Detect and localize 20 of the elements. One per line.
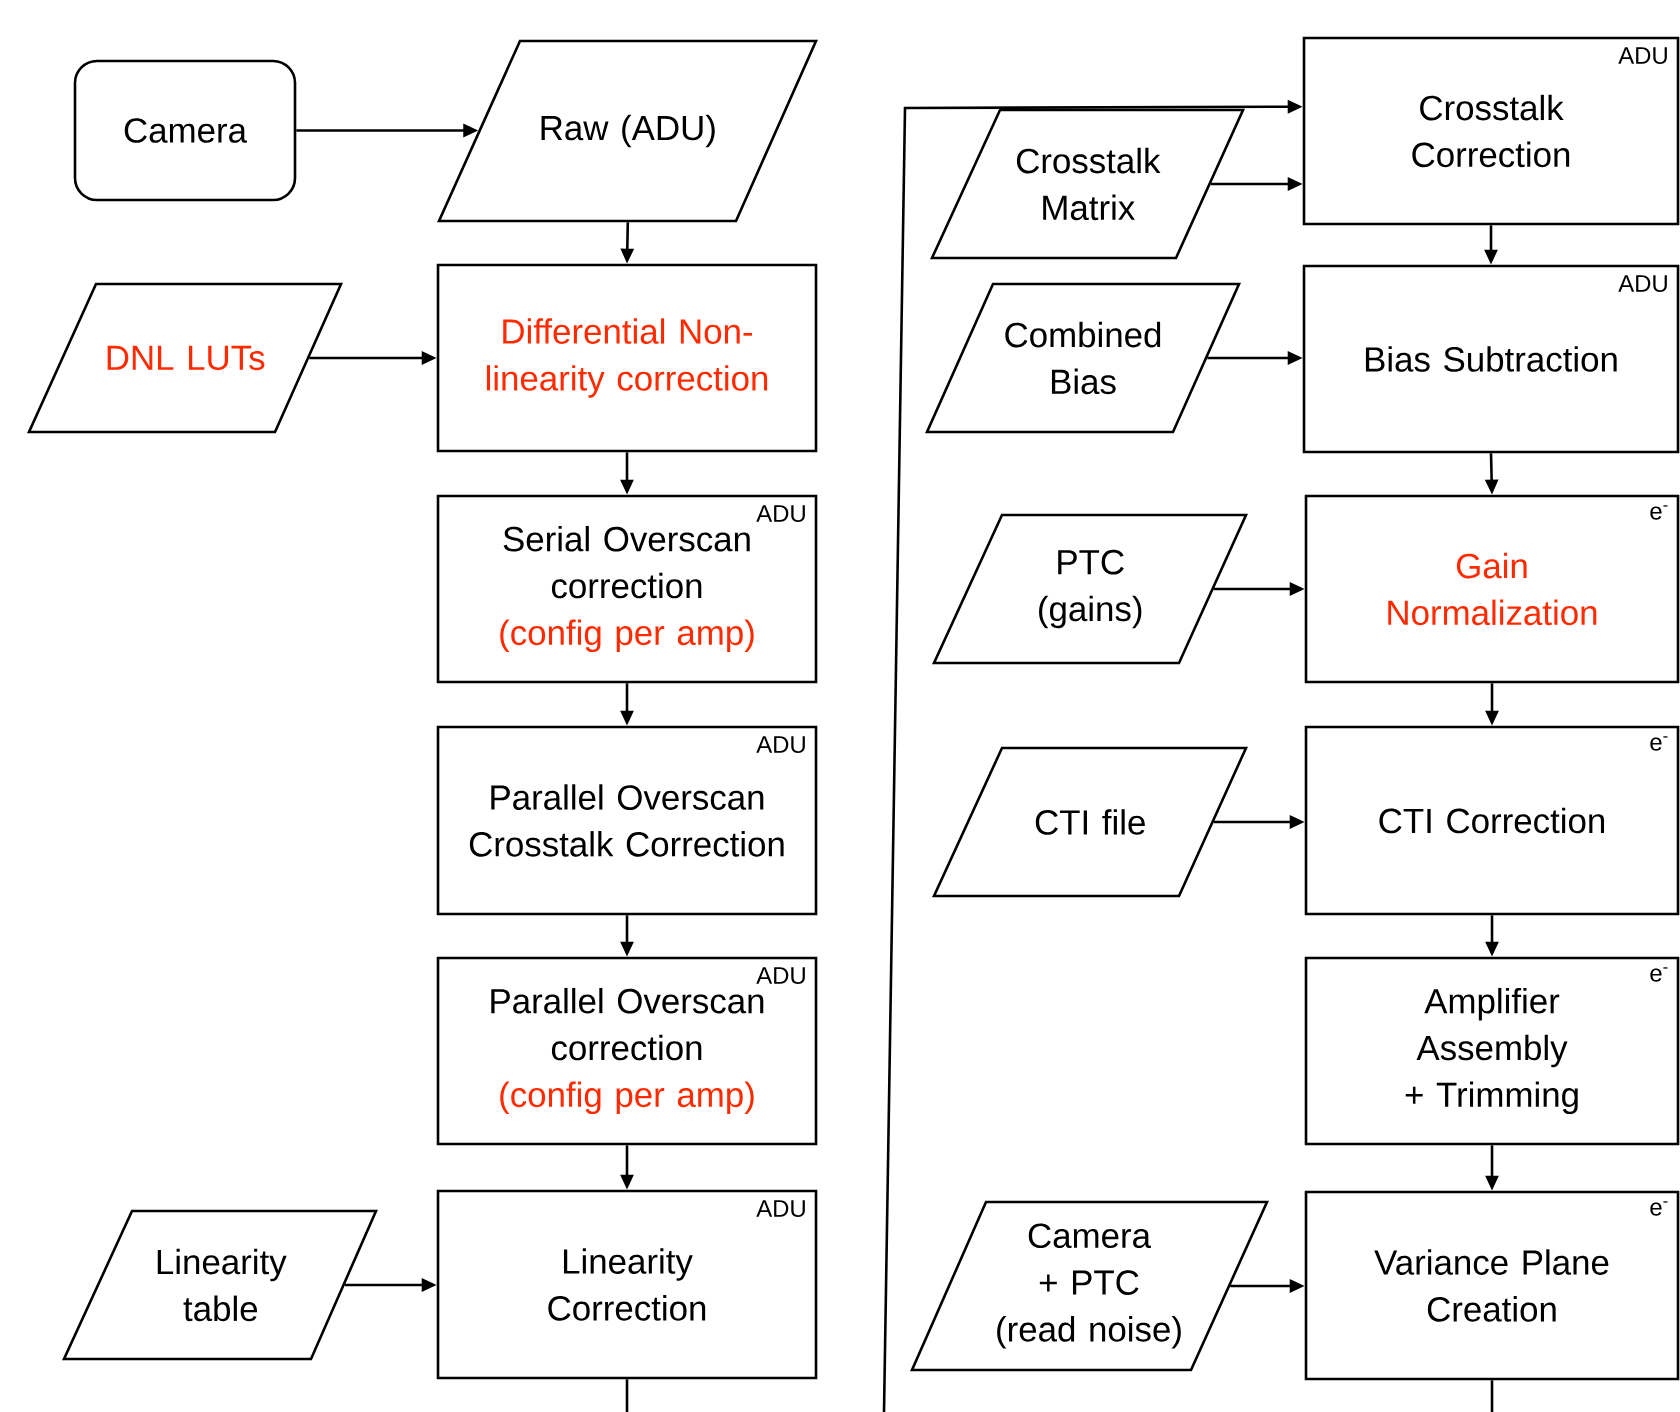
input-parallelogram: Linearity table	[62, 1209, 378, 1361]
start-box: Camera	[73, 59, 297, 202]
process-box: Differential Non-linearity correction	[436, 263, 818, 453]
input-parallelogram: Combined Bias	[925, 282, 1241, 434]
unit-label: ADU	[756, 505, 805, 522]
input-parallelogram: PTC (gains)	[932, 513, 1249, 665]
input-parallelogram: CTI file	[932, 746, 1249, 898]
unit-label: ADU	[1618, 275, 1667, 292]
unit-label: e$^{-}$	[1650, 967, 1668, 982]
input-parallelogram: Raw (ADU)	[437, 39, 818, 223]
unit-label: ADU	[756, 1200, 805, 1217]
input-parallelogram: DNL LUTs	[27, 282, 343, 434]
input-parallelogram: Camera + PTC (read noise)	[910, 1200, 1270, 1372]
unit-label: e$^{-}$	[1650, 1201, 1668, 1216]
unit-label: e$^{-}$	[1650, 505, 1668, 520]
input-parallelogram: Crosstalk Matrix	[930, 108, 1246, 260]
unit-label: e$^{-}$	[1650, 736, 1668, 751]
unit-label: ADU	[756, 967, 805, 984]
unit-label: ADU	[756, 736, 805, 753]
unit-label: ADU	[1618, 47, 1667, 64]
